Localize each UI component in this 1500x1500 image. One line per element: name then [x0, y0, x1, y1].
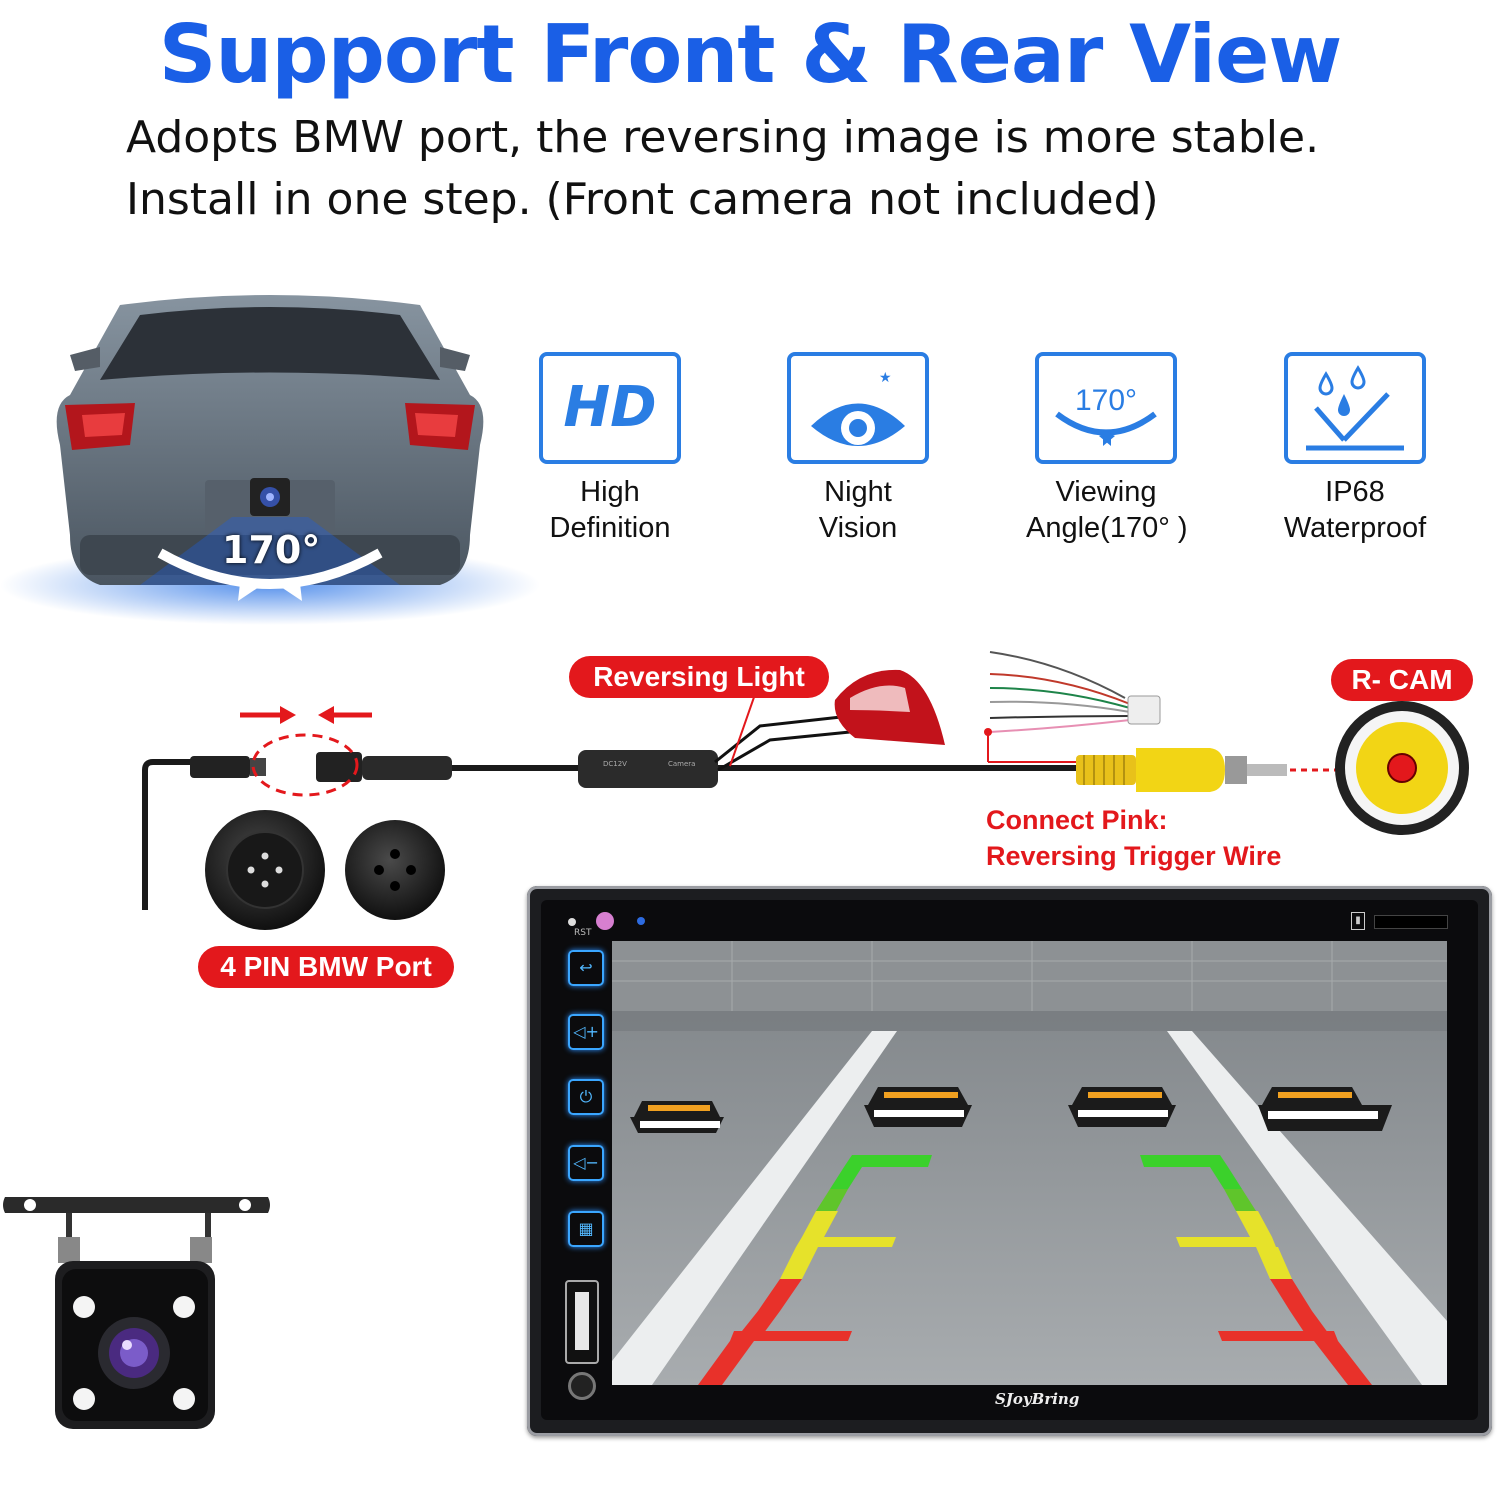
volume-up-button[interactable]: ◁+: [568, 1014, 604, 1050]
svg-text:Camera: Camera: [668, 760, 695, 768]
feature-waterproof: IP68 Waterproof: [1275, 352, 1435, 546]
bmw-port-label: 4 PIN BMW Port: [198, 946, 454, 988]
power-mute-button[interactable]: ⏻: [568, 1079, 604, 1115]
brand-logo: SJoyBring: [995, 1390, 1080, 1408]
reversing-light-label: Reversing Light: [569, 656, 829, 698]
feature-night-line1: Night: [824, 476, 892, 508]
feature-angle-line1: Viewing: [1055, 476, 1157, 508]
feature-angle-line2: Angle(170° ): [1026, 512, 1188, 544]
rear-camera-illustration: [3, 1197, 270, 1429]
feature-hd: HD High Definition: [530, 352, 690, 546]
feature-waterproof-line2: Waterproof: [1283, 512, 1427, 544]
subtitle-line-1: Adopts BMW port, the reversing image is …: [126, 112, 1320, 163]
feature-hd-line1: High: [580, 476, 640, 508]
feature-night-vision: ★ Night Vision: [778, 352, 938, 546]
rst-label: RST: [574, 928, 592, 938]
back-button[interactable]: ↩: [568, 950, 604, 986]
svg-text:DC12V: DC12V: [603, 760, 627, 768]
hd-icon: HD: [539, 352, 681, 464]
r-cam-label: R- CAM: [1331, 659, 1473, 701]
night-vision-icon: ★: [787, 352, 929, 464]
usb-port-tongue: [575, 1292, 589, 1350]
sd-card-slot[interactable]: [1374, 915, 1448, 929]
subtitle-line-2: Install in one step. (Front camera not i…: [126, 174, 1159, 225]
menu-button[interactable]: ▦: [568, 1211, 604, 1247]
connect-pink-line2: Reversing Trigger Wire: [986, 841, 1282, 871]
rst-button[interactable]: [568, 918, 576, 926]
feature-viewing-angle: 170° Viewing Angle(170° ): [1026, 352, 1188, 546]
hd-icon-text: HD: [563, 375, 657, 440]
page-title: Support Front & Rear View: [158, 8, 1342, 101]
sd-card-icon: ▮: [1351, 912, 1365, 930]
usb-port[interactable]: [565, 1280, 599, 1364]
wiring-diagram: DC12V Camera: [142, 651, 1469, 910]
feature-waterproof-line1: IP68: [1325, 476, 1385, 508]
viewing-angle-icon-text: 170°: [1074, 384, 1138, 417]
mic-indicator: [596, 912, 614, 930]
viewing-angle-icon: 170°: [1035, 352, 1177, 464]
car-rear-illustration: [0, 295, 540, 625]
car-angle-label: 170°: [222, 528, 321, 572]
four-pin-port-illustration: [205, 810, 445, 930]
aux-jack[interactable]: [568, 1372, 596, 1400]
ir-sensor: [637, 917, 645, 925]
feature-night-line2: Vision: [818, 512, 898, 544]
connect-pink-line1: Connect Pink:: [986, 805, 1168, 835]
rear-view-screen: [612, 941, 1447, 1385]
svg-text:★: ★: [879, 370, 892, 386]
volume-down-button[interactable]: ◁−: [568, 1145, 604, 1181]
waterproof-icon: [1284, 352, 1426, 464]
feature-hd-line2: Definition: [549, 512, 671, 544]
